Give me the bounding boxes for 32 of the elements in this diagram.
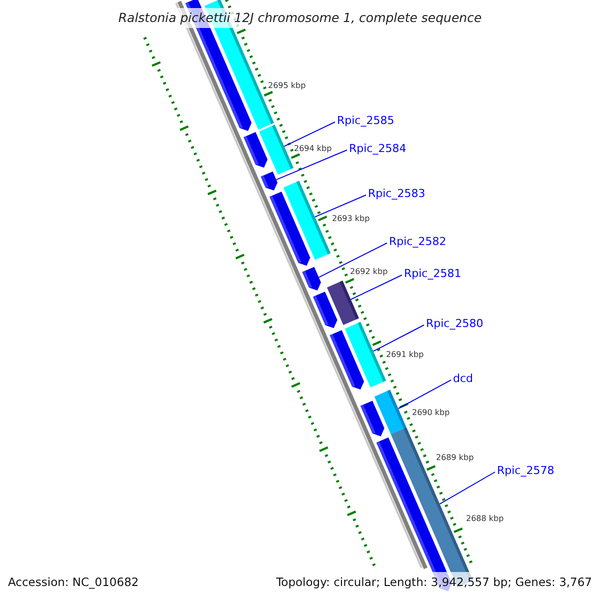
gene-label: Rpic_2580 [426, 316, 484, 332]
gene-label: Rpic_2581 [404, 266, 462, 282]
gene-label: Rpic_2578 [497, 463, 554, 479]
leader-line [276, 150, 348, 180]
gene-label: Rpic_2582 [389, 234, 446, 250]
gene-bar [326, 280, 359, 326]
scale-label: 2690 kbp [412, 408, 450, 418]
leader-line [350, 274, 402, 300]
scale-label: 2688 kbp [466, 514, 504, 524]
gene-label: dcd [453, 371, 474, 387]
accession-text: Accession: NC_010682 [8, 574, 139, 590]
scale-label: 2693 kbp [332, 214, 370, 224]
leader-line [284, 122, 336, 147]
scale-label: 2694 kbp [294, 144, 332, 154]
gene-bar [374, 390, 406, 434]
gene-label: Rpic_2583 [368, 186, 426, 202]
topology-text: Topology: circular; Length: 3,942,557 bp; Genes: 3,767 [276, 574, 592, 590]
scale-label: 2689 kbp [436, 453, 474, 463]
gene-block [260, 171, 278, 191]
gene-bar [344, 322, 386, 388]
leader-line [318, 242, 388, 278]
gene-label: Rpic_2584 [349, 141, 406, 157]
scale-label: 2691 kbp [386, 350, 424, 360]
scale-label: 2692 kbp [350, 267, 388, 277]
leader-line [314, 194, 366, 218]
leader-line [372, 324, 424, 352]
gene-block [302, 266, 321, 290]
leader-line [398, 380, 452, 410]
gene-label: Rpic_2585 [337, 113, 394, 129]
scale-label: 2695 kbp [268, 81, 306, 91]
leader-line [439, 472, 496, 504]
gene-bar [259, 124, 294, 175]
